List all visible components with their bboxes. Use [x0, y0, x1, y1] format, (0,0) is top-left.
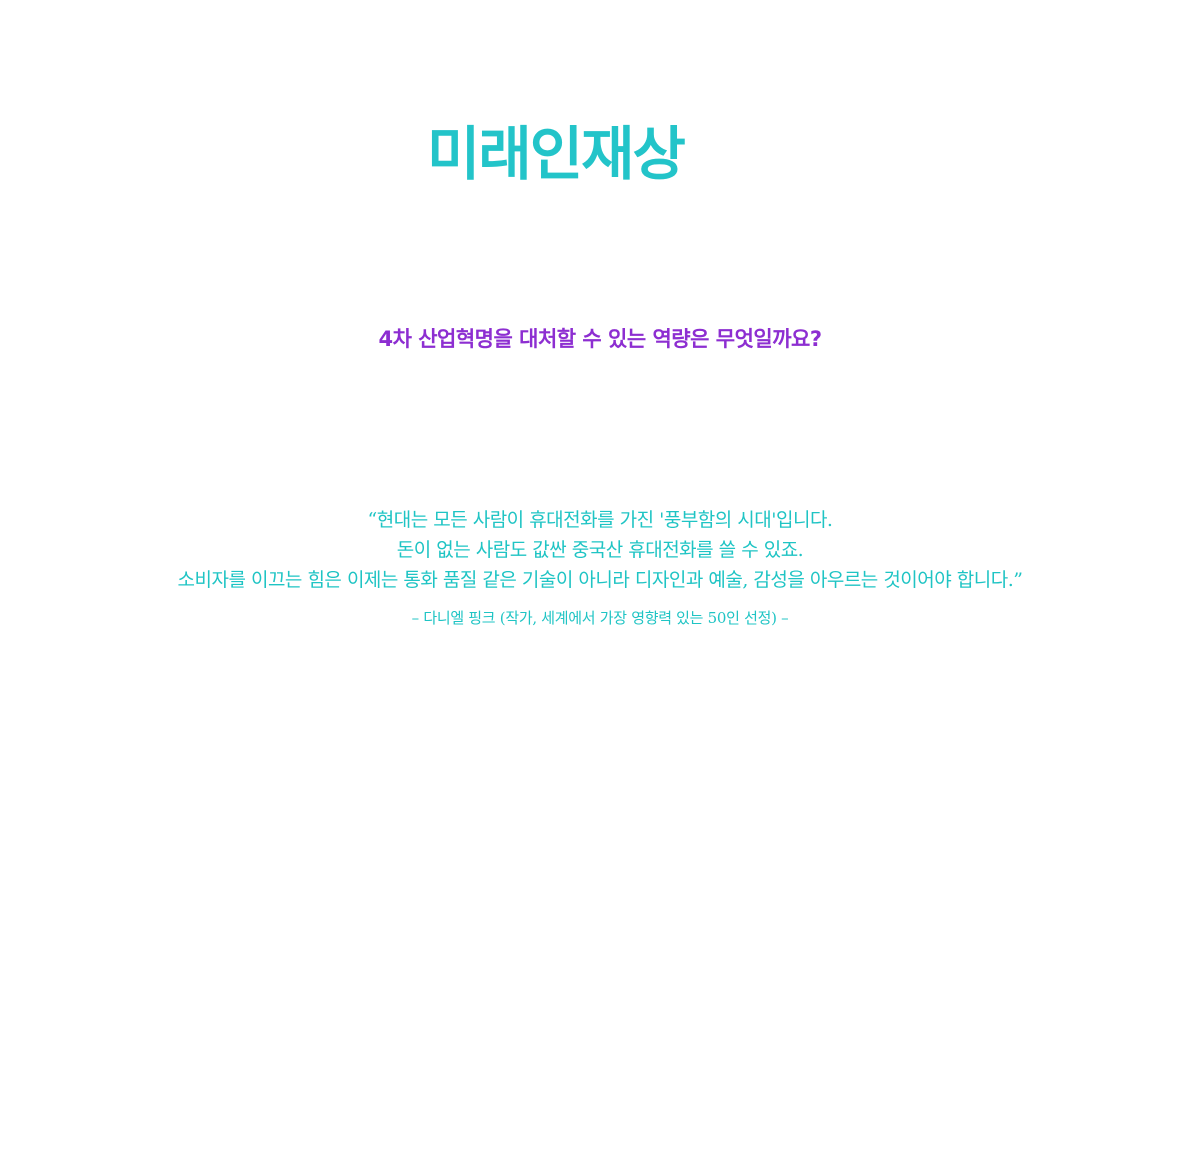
quote-attribution: – 다니엘 핑크 (작가, 세계에서 가장 영향력 있는 50인 선정) – — [411, 609, 789, 627]
intro-question: 4차 산업혁명을 대처할 수 있는 역량은 무엇일까요? — [378, 327, 822, 351]
quote-line-2: 돈이 없는 사람도 값싼 중국산 휴대전화를 쓸 수 있죠. — [396, 539, 804, 561]
quote-line-1: “현대는 모든 사람이 휴대전화를 가진 '풍부함의 시대'입니다. — [367, 509, 833, 531]
page-title: 미래인재상 — [427, 120, 686, 188]
quote-line-3: 소비자를 이끄는 힘은 이제는 통화 품질 같은 기술이 아니라 디자인과 예술… — [177, 569, 1023, 591]
quote-block: “현대는 모든 사람이 휴대전화를 가진 '풍부함의 시대'입니다. 돈이 없는… — [0, 505, 1200, 595]
